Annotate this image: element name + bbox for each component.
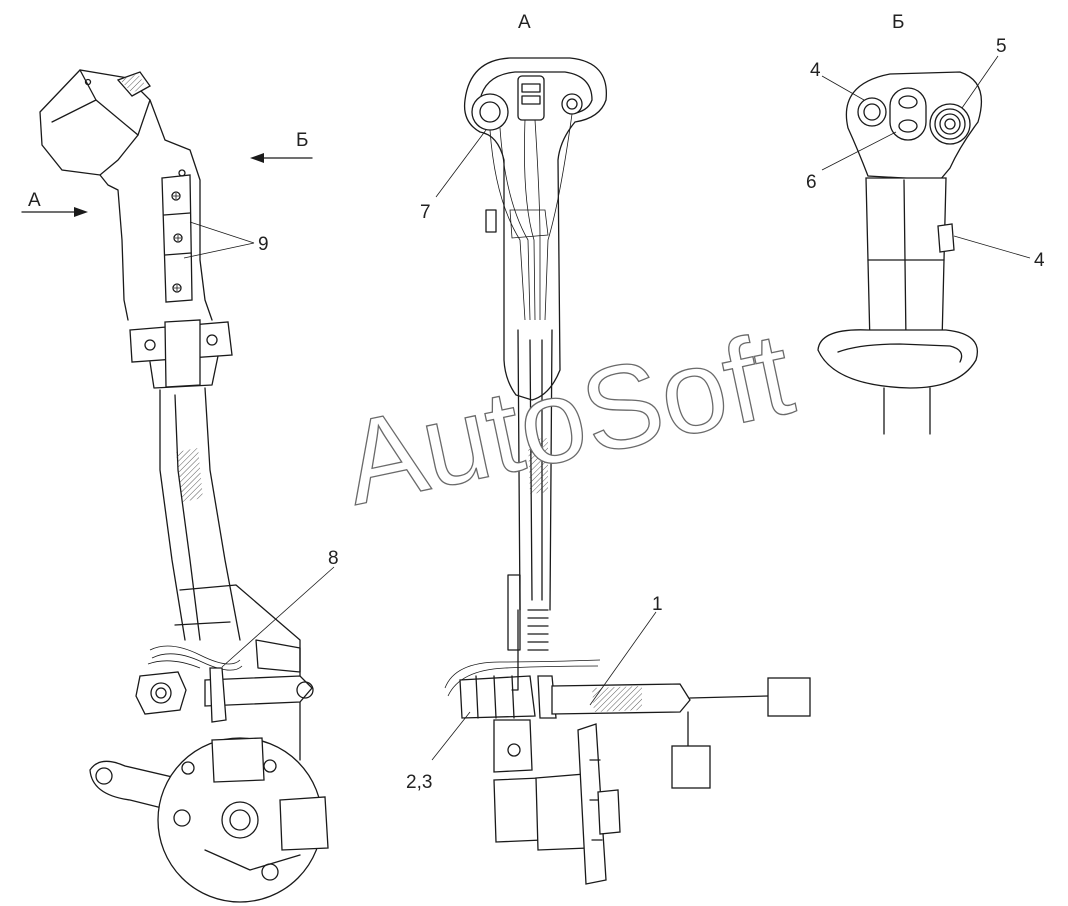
callout-1: 1 bbox=[652, 594, 663, 615]
callout-4-top: 4 bbox=[810, 60, 821, 81]
arrow-a bbox=[21, 207, 88, 217]
callout-2-3: 2,3 bbox=[406, 772, 432, 793]
leaders-side bbox=[183, 221, 335, 668]
view-b-grip bbox=[817, 71, 982, 435]
arrow-b bbox=[250, 153, 313, 163]
callout-5: 5 bbox=[996, 36, 1007, 57]
view-b-title: Б bbox=[892, 12, 904, 33]
side-view-lever bbox=[39, 69, 329, 903]
view-a-lever bbox=[444, 57, 811, 885]
callout-4-side: 4 bbox=[1034, 250, 1045, 271]
side-arrow-b-label: Б bbox=[296, 130, 308, 151]
callout-8: 8 bbox=[328, 548, 339, 569]
callout-7: 7 bbox=[420, 202, 431, 223]
leaders-view-b bbox=[821, 55, 1031, 259]
leaders-view-a bbox=[431, 129, 657, 761]
view-a-title: А bbox=[518, 12, 531, 33]
callout-9: 9 bbox=[258, 234, 269, 255]
callout-6: 6 bbox=[806, 172, 817, 193]
watermark-text: AutoSoft bbox=[333, 307, 803, 530]
side-arrow-a-label: А bbox=[28, 190, 41, 211]
